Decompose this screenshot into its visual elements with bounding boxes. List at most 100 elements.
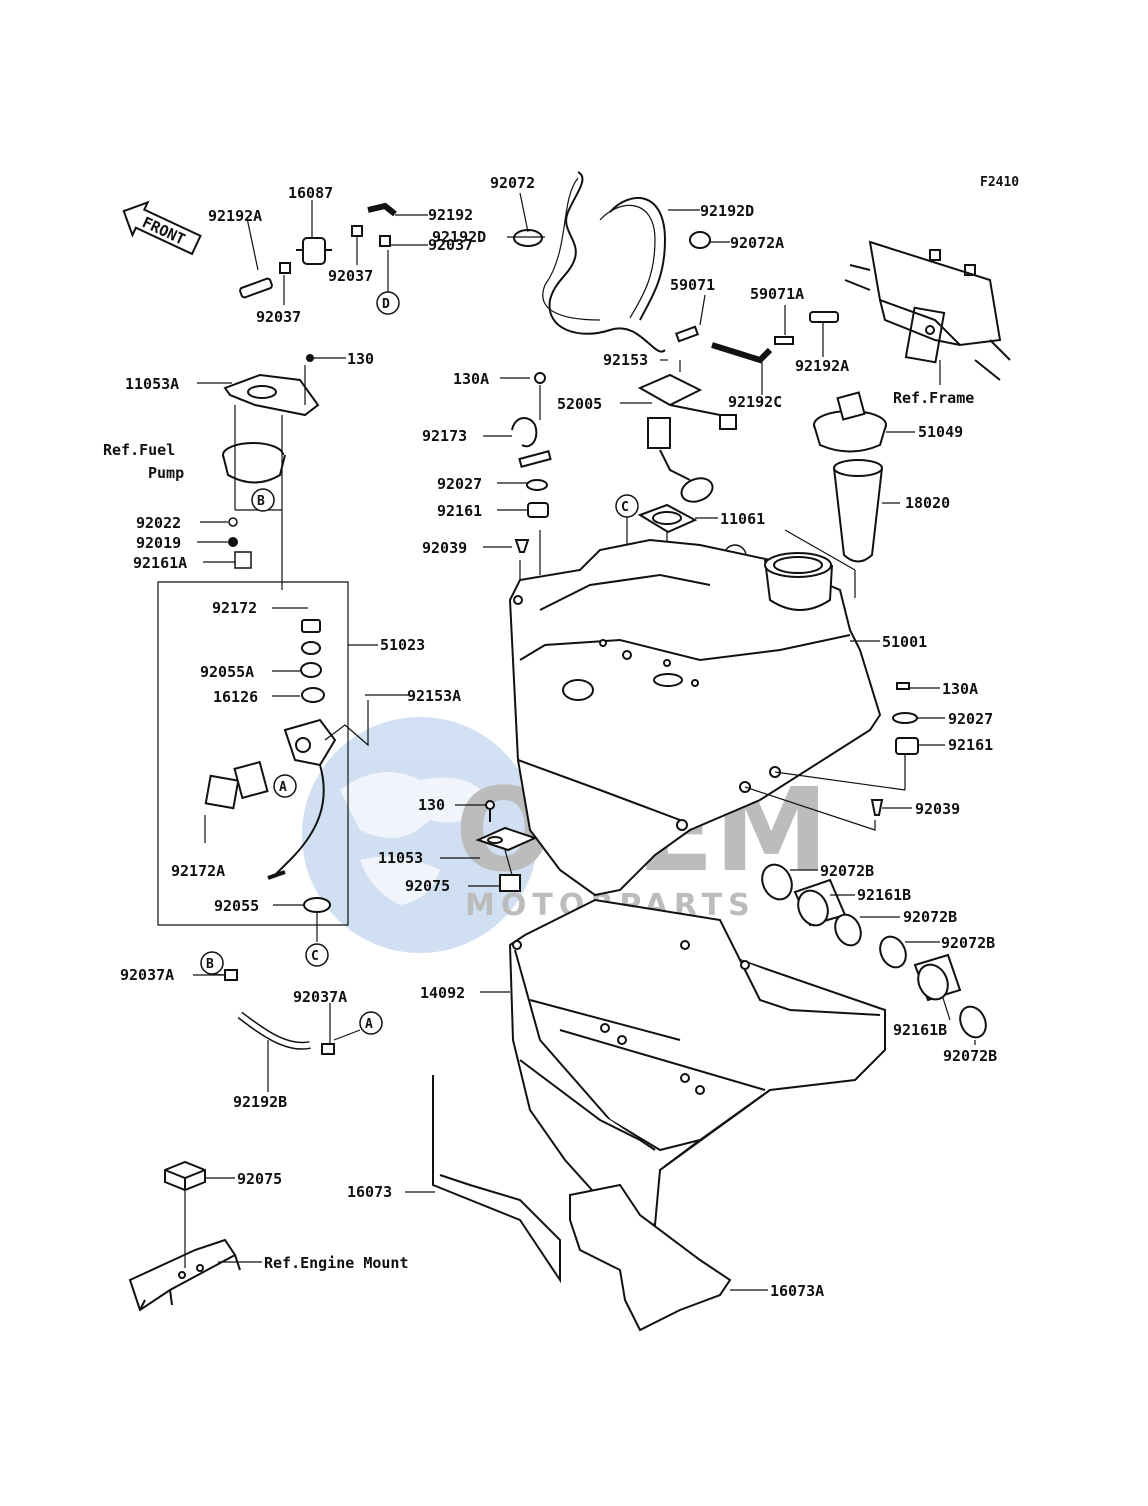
label-92037-b: 92037 xyxy=(328,267,373,285)
leader-lines-pump xyxy=(197,357,346,590)
label-92161-b: 92161 xyxy=(948,736,993,754)
label-92153A: 92153A xyxy=(407,687,461,705)
label-92161A: 92161A xyxy=(133,554,187,572)
joint-59071A xyxy=(774,336,794,345)
clamp-92072A xyxy=(689,231,711,249)
label-14092: 14092 xyxy=(420,984,465,1002)
label-92055A: 92055A xyxy=(200,663,254,681)
ref-circle-a-bottom xyxy=(359,1011,383,1035)
clip-92037-b xyxy=(351,225,363,237)
leader-lines-valve xyxy=(204,607,408,942)
clip-92037-a xyxy=(279,262,291,274)
ref-circle-b-pump xyxy=(251,488,275,512)
ref-circle-c-valve xyxy=(305,943,329,967)
label-16126: 16126 xyxy=(213,688,258,706)
leader-lines-top-left xyxy=(246,200,428,305)
ref-d-top-text: D xyxy=(382,297,390,312)
label-11053: 11053 xyxy=(378,849,423,867)
front-arrow-icon: FRONT xyxy=(122,200,202,256)
label-92022: 92022 xyxy=(136,514,181,532)
label-16073A: 16073A xyxy=(770,1282,824,1300)
filler-neck-18020 xyxy=(833,459,883,563)
gasket-11061 xyxy=(637,503,698,534)
ref-engine-mount-label: Ref.Engine Mount xyxy=(264,1254,409,1272)
label-92072: 92072 xyxy=(490,174,535,192)
label-92075-a: 92075 xyxy=(405,877,450,895)
label-52005: 52005 xyxy=(557,395,602,413)
label-92161-a: 92161 xyxy=(437,502,482,520)
label-92161B-a: 92161B xyxy=(857,886,911,904)
ref-circle-d-top xyxy=(376,291,400,315)
label-92072B-b: 92072B xyxy=(903,908,957,926)
label-92172: 92172 xyxy=(212,599,257,617)
label-92075-b: 92075 xyxy=(237,1170,282,1188)
label-92172A: 92172A xyxy=(171,862,225,880)
sender-52005 xyxy=(637,373,737,503)
label-51023: 51023 xyxy=(380,636,425,654)
label-130-b: 130 xyxy=(418,796,445,814)
leader-lines-sender xyxy=(620,360,681,404)
label-130A-b: 130A xyxy=(942,680,978,698)
washer-92022 xyxy=(228,517,238,527)
leader-lines-right xyxy=(744,687,945,831)
hose-92192C xyxy=(711,342,773,364)
fuel-cap-51049 xyxy=(813,391,887,453)
watermark-globe xyxy=(302,717,538,953)
label-92037-a: 92037 xyxy=(256,308,301,326)
ref-fuel-pump-label-2: Pump xyxy=(148,464,184,482)
label-92173: 92173 xyxy=(422,427,467,445)
label-51049: 51049 xyxy=(918,423,963,441)
label-11061: 11061 xyxy=(720,510,765,528)
label-92192C: 92192C xyxy=(728,393,782,411)
clip-92037-c xyxy=(379,235,391,247)
label-92153: 92153 xyxy=(603,351,648,369)
ref-b-pump-text: B xyxy=(257,494,265,509)
clamp-92072 xyxy=(513,229,543,247)
label-92192: 92192 xyxy=(428,206,473,224)
ref-a-valve-text: A xyxy=(279,780,287,795)
fitting-92192A-left xyxy=(239,277,273,299)
clamps-joints xyxy=(761,863,987,1039)
ref-fuel-pump-body xyxy=(222,442,286,484)
label-92027-b: 92027 xyxy=(948,710,993,728)
label-92039-b: 92039 xyxy=(915,800,960,818)
shield-16073A xyxy=(569,1183,732,1332)
cushion-92075-b xyxy=(164,1160,206,1192)
fitting-92192A-right xyxy=(809,311,839,323)
nut-92019 xyxy=(228,537,238,547)
label-18020: 18020 xyxy=(905,494,950,512)
label-92039-a: 92039 xyxy=(422,539,467,557)
label-92055: 92055 xyxy=(214,897,259,915)
label-92072B-c: 92072B xyxy=(941,934,995,952)
label-92072A: 92072A xyxy=(730,234,784,252)
ref-frame-label: Ref.Frame xyxy=(893,389,974,407)
label-92192A-right: 92192A xyxy=(795,357,849,375)
label-11053A: 11053A xyxy=(125,375,179,393)
fuel-tank-51001 xyxy=(508,538,882,897)
leader-lines-tank xyxy=(784,529,880,642)
hose-92192D-right xyxy=(609,197,667,321)
label-92027-a: 92027 xyxy=(437,475,482,493)
label-59071A: 59071A xyxy=(750,285,804,303)
fuel-valve-parts xyxy=(204,619,337,913)
label-92192A-left: 92192A xyxy=(208,207,262,225)
label-51001: 51001 xyxy=(882,633,927,651)
ref-c-valve-text: C xyxy=(311,949,319,964)
joint-59071 xyxy=(674,325,700,343)
fuel-filter-group xyxy=(239,202,397,299)
right-side-parts xyxy=(870,682,919,816)
diagram-code: F2410 xyxy=(980,175,1019,190)
label-130A-a: 130A xyxy=(453,370,489,388)
shield-16073 xyxy=(432,1075,561,1284)
ref-c-tank-text: C xyxy=(621,500,629,515)
label-92037-c: 92037 xyxy=(428,236,473,254)
ref-a-bottom-text: A xyxy=(365,1017,373,1032)
leader-lines-clamps xyxy=(790,869,976,1045)
label-92019: 92019 xyxy=(136,534,181,552)
cushion-92161A xyxy=(234,551,252,569)
engine-mount-ref xyxy=(128,1238,241,1312)
hose-92192B xyxy=(224,969,335,1055)
leader-lines-top-center xyxy=(507,192,824,395)
